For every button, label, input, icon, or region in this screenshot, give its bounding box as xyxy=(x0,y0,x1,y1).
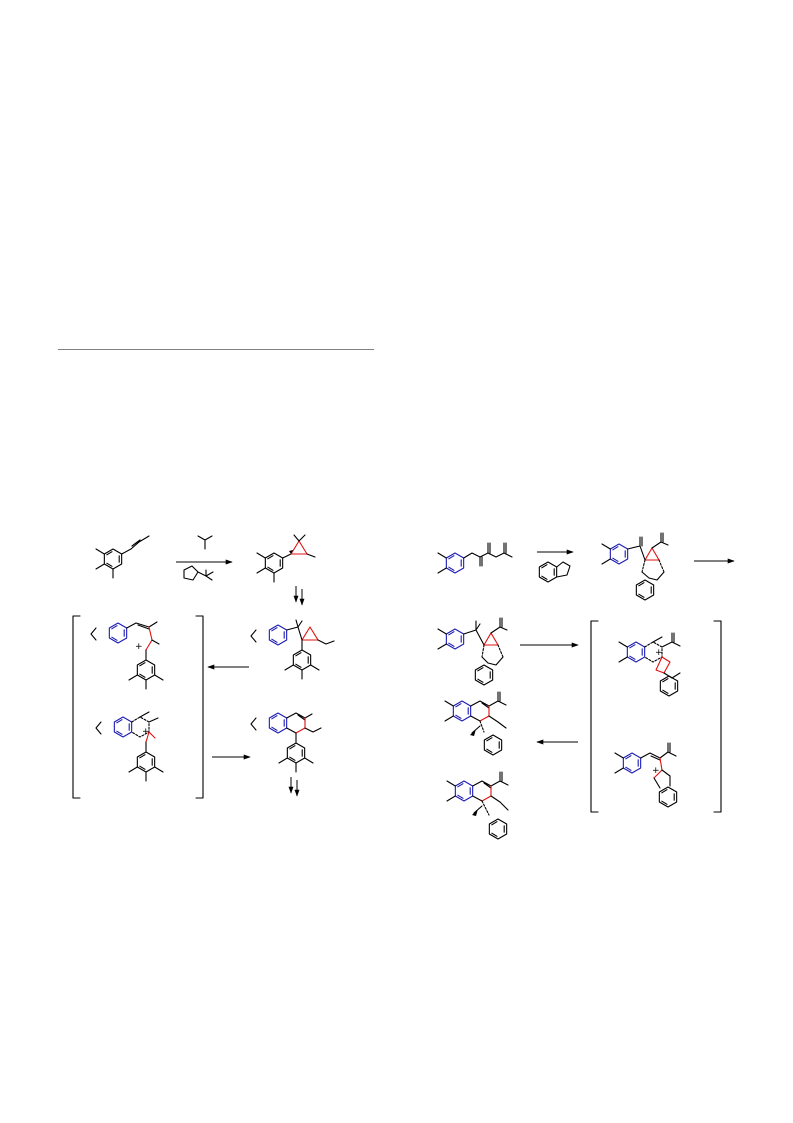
spiro-product xyxy=(601,532,669,601)
spiro-intermediate xyxy=(437,617,508,686)
bracket-left xyxy=(72,615,204,799)
intermediate-2: + xyxy=(95,711,164,782)
intermediate-a: + xyxy=(618,632,681,697)
reagent-bottom xyxy=(183,565,214,581)
indene-reagent xyxy=(538,561,571,583)
right-scheme: + + xyxy=(437,532,735,840)
cation-symbol-2: + xyxy=(142,727,150,737)
cation-symbol: + xyxy=(135,642,143,652)
bracket-right xyxy=(590,620,722,813)
tetralin-product xyxy=(250,712,322,773)
diene-start xyxy=(437,542,513,574)
intermediate-1: + xyxy=(90,621,164,690)
horizontal-rule xyxy=(58,349,374,350)
cation-symbol-4: + xyxy=(652,766,660,776)
fused-product-1 xyxy=(444,691,507,756)
styrene-start xyxy=(95,535,150,579)
fused-product-2 xyxy=(446,771,509,840)
cation-symbol-3: + xyxy=(655,648,663,658)
cyclopropane-intermediate xyxy=(250,619,335,680)
intermediate-b: + xyxy=(614,742,678,808)
reagent-top xyxy=(197,535,213,550)
left-scheme: + + xyxy=(72,534,335,799)
cyclopropane-product xyxy=(256,534,316,583)
